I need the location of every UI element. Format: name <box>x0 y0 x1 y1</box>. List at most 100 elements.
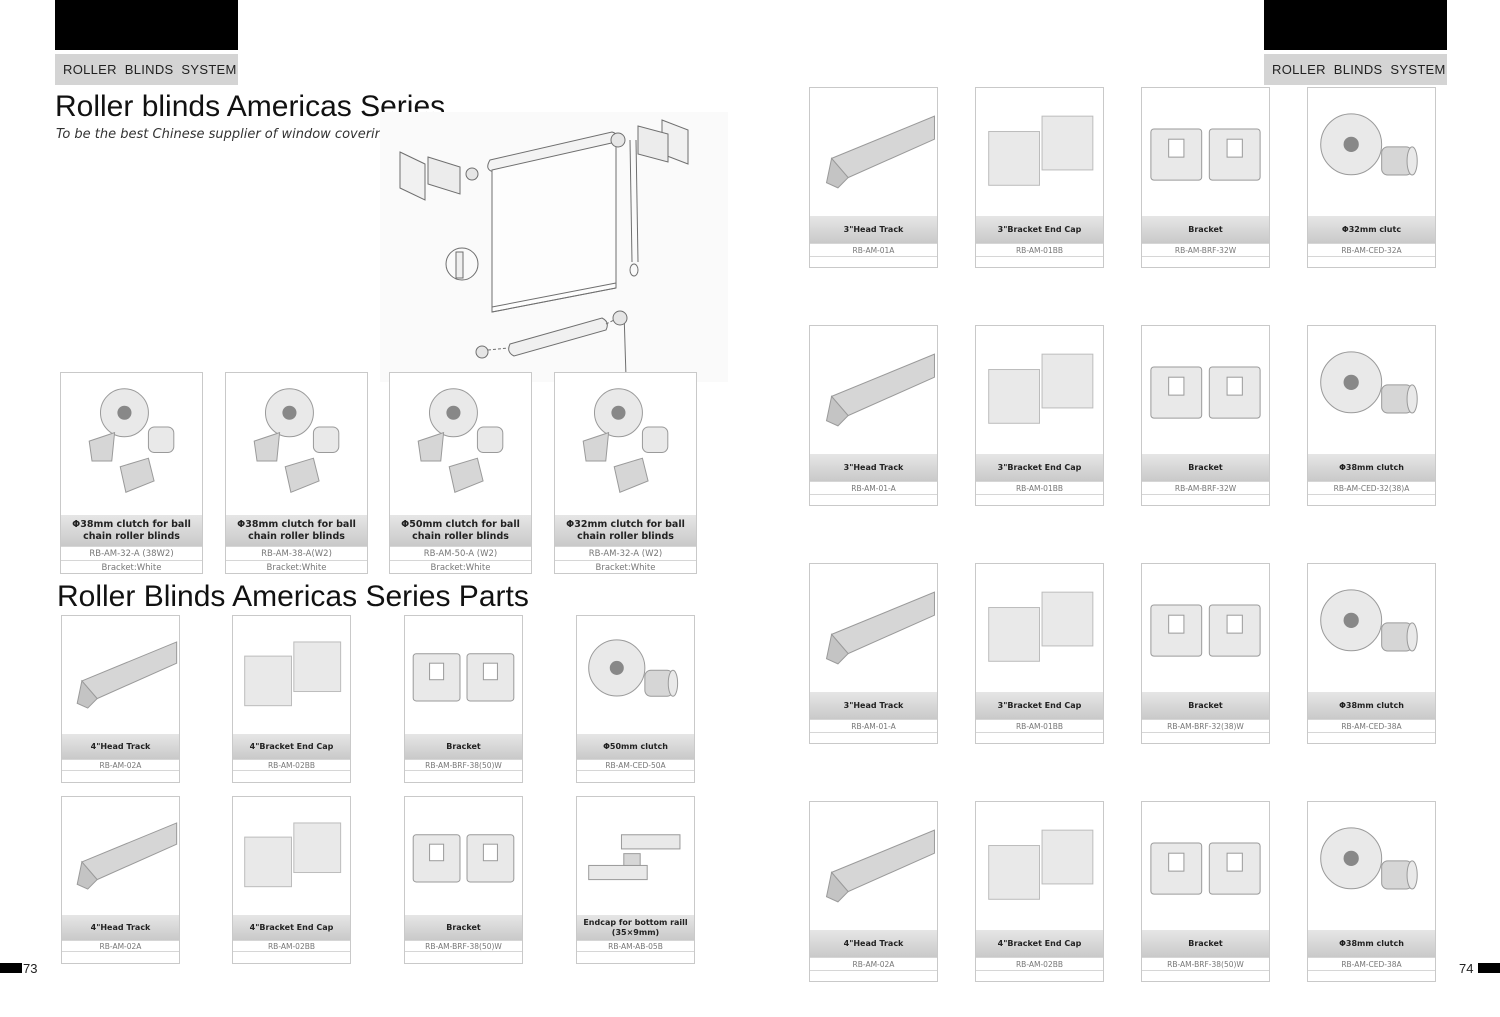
product-code: RB-AM-CED-32(38)A <box>1308 481 1435 494</box>
product-spare-row <box>1308 494 1435 507</box>
bracket-icon <box>405 797 522 915</box>
product-code: RB-AM-01BB <box>976 243 1103 256</box>
product-code: RB-AM-01-A <box>810 481 937 494</box>
product-name: Φ38mm clutch <box>1308 454 1435 481</box>
product-code: RB-AM-02A <box>62 759 179 770</box>
product-code: RB-AM-50-A (W2) <box>390 546 531 560</box>
product-code: RB-AM-BRF-32W <box>1142 481 1269 494</box>
clutch-icon <box>577 616 694 734</box>
product-code: RB-AM-01BB <box>976 481 1103 494</box>
product-name: Φ32mm clutch for ball chain roller blind… <box>555 515 696 546</box>
product-spare-row <box>577 770 694 781</box>
page-number-right: 74 <box>1459 961 1474 976</box>
product-name: Φ38mm clutch <box>1308 930 1435 957</box>
bottom-rail-endcap-icon <box>577 797 694 915</box>
product-spare-row <box>62 951 179 962</box>
product-spare-row <box>1308 970 1435 983</box>
product-spare-row <box>1142 256 1269 269</box>
product-name: Φ50mm clutch <box>577 734 694 759</box>
page-marker-left <box>0 963 22 973</box>
clutch-kit-icon <box>226 373 367 515</box>
end-cap-icon <box>976 564 1103 692</box>
section-label-right: ROLLER BLINDS SYSTEM <box>1264 54 1447 85</box>
bracket-icon <box>1142 802 1269 930</box>
product-name: 4"Head Track <box>62 915 179 940</box>
product-code: RB-AM-32-A (38W2) <box>61 546 202 560</box>
product-code: RB-AM-BRF-32W <box>1142 243 1269 256</box>
product-code: RB-AM-38-A(W2) <box>226 546 367 560</box>
product-code: RB-AM-AB-05B <box>577 940 694 951</box>
product-spare-row <box>1308 732 1435 745</box>
product-name: 4"Head Track <box>62 734 179 759</box>
product-code: RB-AM-CED-32A <box>1308 243 1435 256</box>
product-spare-row <box>1142 494 1269 507</box>
product-code: RB-AM-BRF-38(50)W <box>405 759 522 770</box>
product-spare-row <box>1142 732 1269 745</box>
clutch-kit-icon <box>390 373 531 515</box>
product-name: 3"Head Track <box>810 454 937 481</box>
product-card: Φ38mm clutch for ball chain roller blind… <box>225 372 368 574</box>
clutch-icon <box>1308 802 1435 930</box>
bracket-icon <box>1142 326 1269 454</box>
product-name: Φ38mm clutch <box>1308 692 1435 719</box>
page-subtitle: To be the best Chinese supplier of windo… <box>56 127 460 142</box>
product-note: Bracket:White <box>390 560 531 574</box>
end-cap-icon <box>976 326 1103 454</box>
product-spare-row <box>1142 970 1269 983</box>
product-code: RB-AM-CED-50A <box>577 759 694 770</box>
product-spare-row <box>577 951 694 962</box>
product-spare-row <box>405 951 522 962</box>
product-code: RB-AM-02A <box>810 957 937 970</box>
product-name: 3"Bracket End Cap <box>976 216 1103 243</box>
product-name: Bracket <box>1142 454 1269 481</box>
product-code: RB-AM-BRF-32(38)W <box>1142 719 1269 732</box>
bracket-icon <box>405 616 522 734</box>
header-black-bar-left <box>55 0 238 50</box>
product-spare-row <box>233 951 350 962</box>
product-spare-row <box>62 770 179 781</box>
clutch-kit-icon <box>555 373 696 515</box>
product-spare-row <box>810 732 937 745</box>
product-code: RB-AM-02BB <box>233 940 350 951</box>
product-code: RB-AM-01-A <box>810 719 937 732</box>
bracket-icon <box>1142 564 1269 692</box>
page-number-left: 73 <box>23 961 38 976</box>
product-note: Bracket:White <box>555 560 696 574</box>
head-track-icon <box>62 797 179 915</box>
product-spare-row <box>233 770 350 781</box>
product-name: 4"Bracket End Cap <box>976 930 1103 957</box>
section-label-left: ROLLER BLINDS SYSTEM <box>55 54 238 85</box>
product-code: RB-AM-32-A (W2) <box>555 546 696 560</box>
product-code: RB-AM-02BB <box>233 759 350 770</box>
product-name: Φ38mm clutch for ball chain roller blind… <box>61 515 202 546</box>
product-spare-row <box>976 494 1103 507</box>
product-name: Bracket <box>1142 930 1269 957</box>
product-name: 3"Bracket End Cap <box>976 692 1103 719</box>
product-code: RB-AM-CED-38A <box>1308 719 1435 732</box>
product-spare-row <box>976 256 1103 269</box>
parts-section-title: Roller Blinds Americas Series Parts <box>57 580 529 613</box>
clutch-icon <box>1308 326 1435 454</box>
product-card: Φ32mm clutch for ball chain roller blind… <box>554 372 697 574</box>
product-spare-row <box>810 256 937 269</box>
roller-blind-exploded-diagram-icon <box>380 112 728 382</box>
bracket-icon <box>1142 88 1269 216</box>
end-cap-icon <box>233 616 350 734</box>
product-name: Bracket <box>1142 216 1269 243</box>
product-spare-row <box>976 970 1103 983</box>
product-name: Bracket <box>405 915 522 940</box>
product-code: RB-AM-01BB <box>976 719 1103 732</box>
